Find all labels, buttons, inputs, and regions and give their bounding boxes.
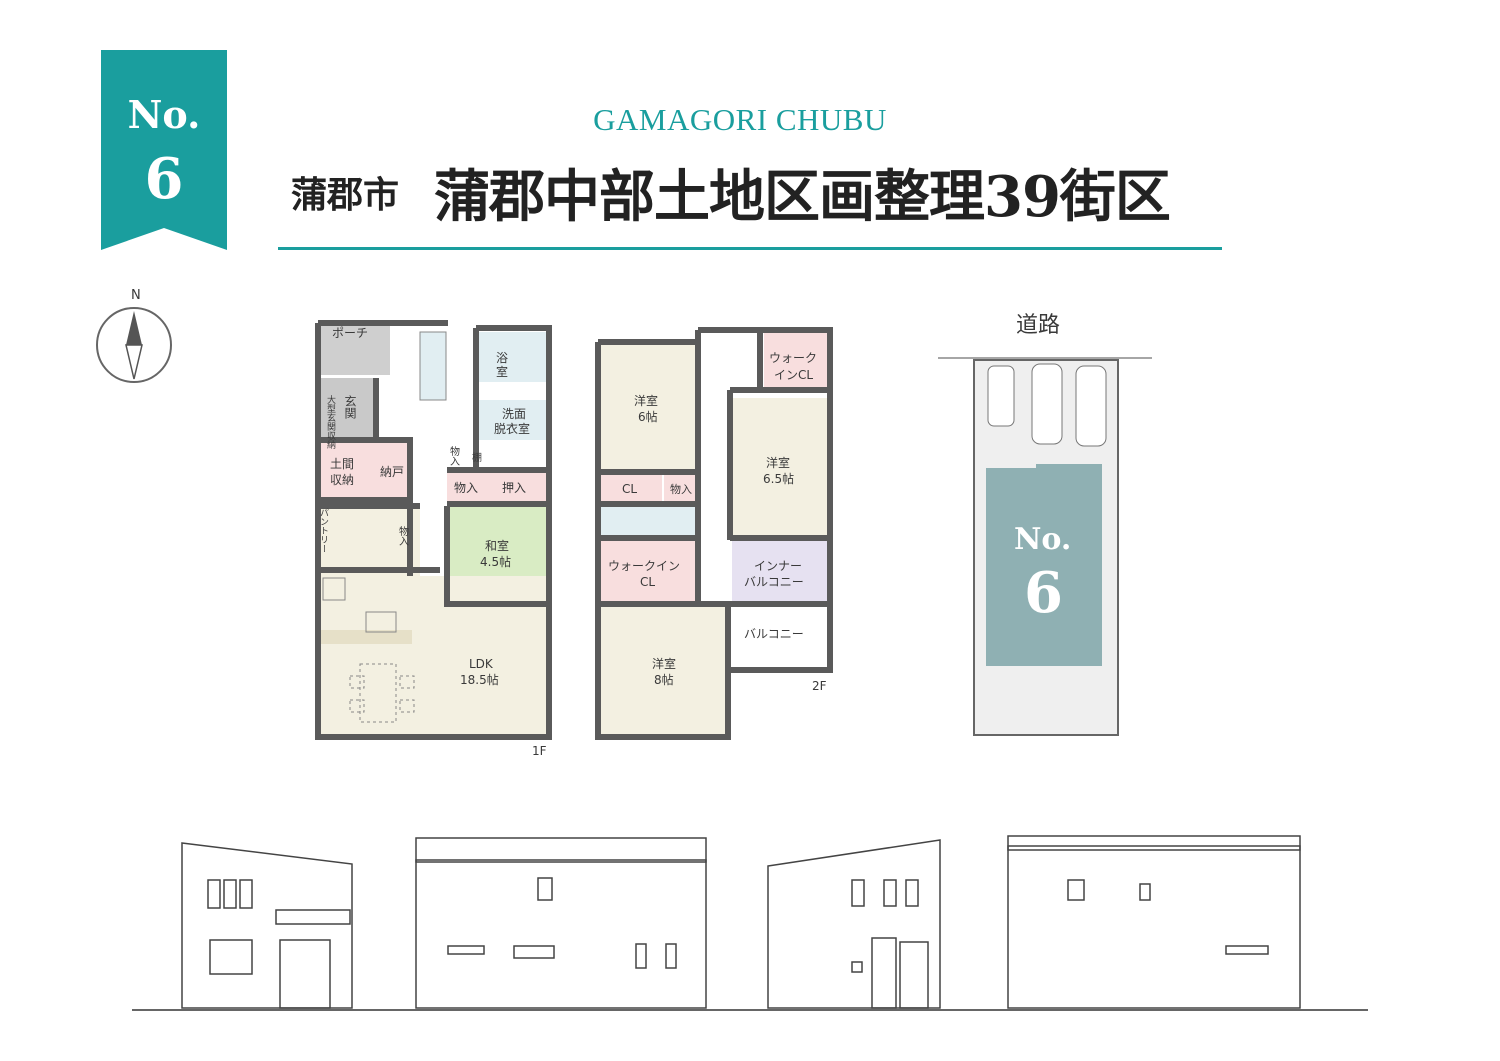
- floor-label-1f: 1F: [532, 744, 547, 758]
- room-wic-top-2: インCL: [774, 368, 813, 382]
- elevation-east: [415, 859, 707, 1009]
- room-wash-2: 脱衣室: [494, 421, 530, 436]
- room-wic-top-1: ウォーク: [769, 351, 817, 365]
- room-mono3: 物入: [454, 481, 478, 495]
- room-mono: 物入: [397, 525, 409, 546]
- room-wic-1: ウォークイン: [608, 559, 680, 573]
- room-wash-1: 洗面: [502, 407, 526, 421]
- room-yo8-2: 8帖: [654, 672, 674, 687]
- floor-plan-2f: ウォーク インCL 洋室 6帖 洋室 6.5帖 CL 物入 ウォークイン CL …: [595, 327, 833, 740]
- room-yo65-2: 6.5帖: [763, 471, 794, 486]
- room-oshi: 押入: [502, 481, 526, 495]
- room-yo65-1: 洋室: [766, 455, 790, 470]
- room-yo6-1: 洋室: [634, 393, 658, 408]
- elevation-south: [181, 842, 353, 1009]
- badge-number: 6: [144, 146, 184, 212]
- room-porch: ポーチ: [332, 326, 368, 340]
- room-doma-2: 収納: [330, 473, 354, 487]
- elevation-west: [1007, 845, 1301, 1009]
- title-underline: [278, 247, 1222, 250]
- room-cl: CL: [622, 482, 637, 496]
- car-icon: [1031, 363, 1063, 445]
- elevation-north: [767, 839, 941, 1009]
- car-icon: [1075, 365, 1107, 447]
- lot-number: 6: [1024, 560, 1063, 626]
- room-doma-1: 土間: [330, 457, 354, 471]
- lot-no-label: No.: [1014, 522, 1071, 557]
- room-bath-2: 室: [496, 364, 508, 379]
- north-label: N: [131, 288, 141, 303]
- page-title: 蒲郡中部土地区画整理39街区: [434, 164, 1171, 230]
- room-storage: 大型玄関収納: [325, 394, 336, 450]
- city-name: 蒲郡市: [291, 174, 400, 216]
- car-icon: [987, 365, 1015, 427]
- elevations: [132, 835, 1368, 1011]
- room-yo6-2: 6帖: [638, 409, 658, 424]
- room-inner-1: インナー: [754, 559, 802, 573]
- room-bath-1: 浴: [496, 351, 508, 365]
- badge-no-label: No.: [127, 92, 201, 137]
- room-inner-2: バルコニー: [744, 575, 804, 589]
- room-yo8-1: 洋室: [652, 656, 676, 671]
- room-wic-2: CL: [640, 575, 655, 589]
- room-washitsu-1: 和室: [485, 538, 509, 553]
- room-tana: 棚: [470, 451, 482, 463]
- room-mono-2f: 物入: [670, 482, 692, 496]
- site-plan: 道路 No. 6: [938, 313, 1152, 736]
- room-ldk-2: 18.5帖: [460, 672, 499, 687]
- lot-6: [986, 464, 1102, 666]
- floor-label-2f: 2F: [812, 679, 827, 693]
- road-label: 道路: [1016, 313, 1060, 338]
- room-nando: 納戸: [380, 465, 404, 479]
- room-ldk-1: LDK: [469, 657, 494, 671]
- room-balcony: バルコニー: [744, 627, 804, 641]
- subtitle: GAMAGORI CHUBU: [593, 102, 887, 137]
- room-pantry: パントリー: [318, 508, 329, 553]
- floor-plan-1f: ポーチ 大型玄関収納 玄関 土間 収納 納戸 パントリー 物入 浴 室 洗面 脱…: [315, 320, 552, 758]
- lot-number-badge: No. 6: [101, 50, 227, 250]
- room-mono2: 物入: [448, 445, 460, 466]
- compass-icon: N: [96, 288, 172, 383]
- room-washitsu-2: 4.5帖: [480, 554, 511, 569]
- room-genkan: 玄関: [343, 394, 357, 419]
